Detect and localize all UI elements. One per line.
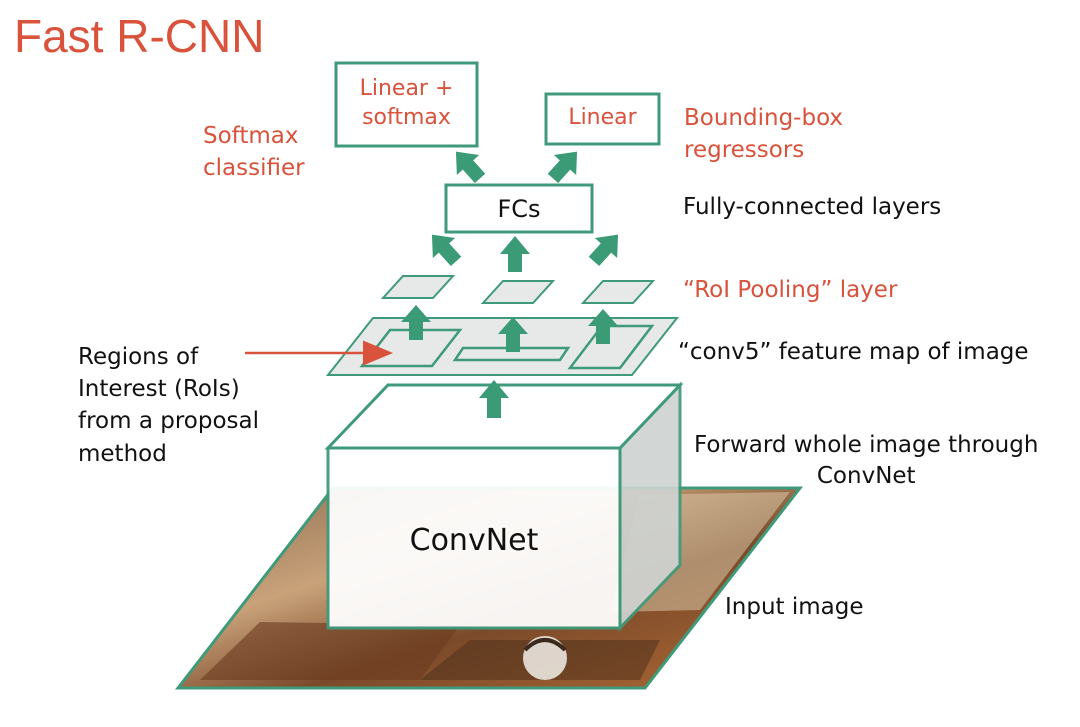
linear-label: Linear [568, 105, 637, 130]
convnet-label: ConvNet [409, 523, 539, 558]
arrow-roi-right [588, 309, 618, 344]
flow-arrows [401, 151, 619, 418]
arrow-fcs-to-linear [547, 151, 578, 184]
arrow-pool-left-to-fcs [431, 234, 462, 267]
arrow-roi-center [498, 317, 528, 352]
conv5-label: “conv5” feature map of image [678, 339, 1029, 365]
linear-softmax-box [334, 61, 479, 148]
arrow-image-to-conv5 [479, 380, 509, 418]
roi-box-center [452, 346, 571, 362]
arrow-pool-center-to-fcs [500, 236, 530, 272]
rois-label: Regions of Interest (RoIs) from a propos… [78, 344, 260, 467]
arrow-roi-left [401, 305, 431, 340]
roi-box-right [567, 324, 655, 370]
conv5-feature-map [325, 317, 680, 376]
arrow-pool-right-to-fcs [588, 234, 619, 267]
roi-pooling-squares [380, 275, 656, 304]
linear-softmax-label: Linear + softmax [359, 76, 454, 130]
fc-layers-label: Fully-connected layers [683, 194, 942, 220]
arrow-fcs-to-softmax [455, 151, 486, 184]
roi-pooling-label: “RoI Pooling” layer [683, 277, 898, 303]
fcs-box [444, 183, 594, 234]
convnet-block [324, 381, 684, 632]
fcs-label: FCs [497, 195, 541, 223]
page-title: Fast R-CNN [14, 10, 265, 62]
softmax-classifier-label: Softmax classifier [203, 123, 305, 182]
input-image-label: Input image [725, 594, 864, 620]
forward-label: Forward whole image through ConvNet [694, 432, 1039, 490]
linear-box [544, 92, 661, 146]
bbox-regressors-label: Bounding-box regressors [684, 105, 844, 164]
